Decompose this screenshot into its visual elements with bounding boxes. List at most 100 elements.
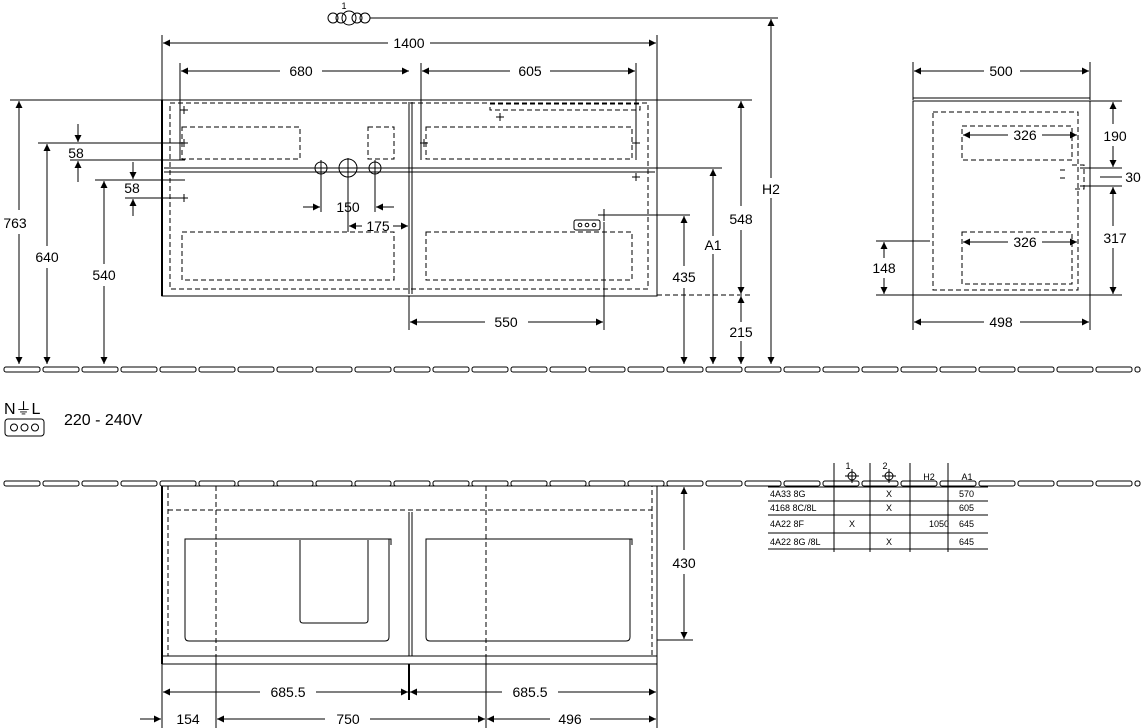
label-h2: H2 — [762, 181, 780, 197]
floor-tile — [627, 366, 665, 373]
floor-tile — [549, 366, 587, 373]
floor-tile — [510, 366, 548, 373]
dim-498: 498 — [989, 314, 1013, 330]
table-header-a1: A1 — [961, 472, 972, 482]
table-row-model: 4A33 8G — [770, 489, 806, 499]
floor-tile — [81, 366, 119, 373]
table-header-2: 2 — [882, 461, 887, 471]
dim-605: 605 — [518, 63, 542, 79]
dim-685-left: 685.5 — [270, 684, 305, 700]
plan-view: 430 685.5 685.5 154 750 496 — [140, 485, 696, 728]
siphon-recess — [299, 540, 369, 624]
floor-tile — [939, 480, 977, 487]
floor-tile — [588, 366, 626, 373]
floor-tile — [315, 480, 353, 487]
floor-tile — [276, 480, 314, 487]
floor-tile — [783, 480, 821, 487]
dim-154: 154 — [176, 711, 200, 727]
table-cell: 1050 — [929, 519, 949, 529]
floor-tile — [432, 480, 470, 487]
floor-tile — [471, 480, 509, 487]
table-cell: 570 — [959, 489, 974, 499]
label-a1: A1 — [704, 237, 721, 253]
dim-317: 317 — [1103, 230, 1127, 246]
floor-tile — [861, 480, 899, 487]
floor-tile — [627, 480, 665, 487]
floor-tile — [315, 366, 353, 373]
table-row-model: 4168 8C/8L — [770, 503, 817, 513]
dim-496: 496 — [558, 711, 582, 727]
floor-top — [3, 366, 1141, 373]
dim-750: 750 — [336, 711, 360, 727]
floor-tile — [198, 366, 236, 373]
top-rail — [489, 103, 641, 111]
water-connections — [313, 158, 383, 178]
marker-1: 1 — [341, 1, 346, 11]
table-row-model: 4A22 8F — [770, 519, 805, 529]
floor-tile — [939, 366, 977, 373]
upper-right-drawer — [425, 126, 633, 160]
dim-550: 550 — [494, 314, 518, 330]
floor-tile — [393, 366, 431, 373]
table-header-valve-2: 2 — [882, 461, 896, 483]
floor-tile — [198, 480, 236, 487]
plan-right-drawer — [425, 538, 633, 642]
dim-540: 540 — [92, 267, 116, 283]
floor-tile — [1056, 480, 1094, 487]
table-header-h2: H2 — [923, 472, 935, 482]
siphon-cutout — [367, 126, 395, 160]
dim-175: 175 — [366, 218, 390, 234]
floor-tile — [1134, 366, 1141, 373]
floor-tile — [42, 480, 80, 487]
table-header-valve-1: 1 — [845, 461, 859, 483]
floor-tile — [822, 366, 860, 373]
lower-left-drawer — [181, 231, 395, 281]
floor-tile — [822, 480, 860, 487]
dim-58-b: 58 — [124, 180, 140, 196]
floor-tile — [510, 480, 548, 487]
floor-tile — [1017, 366, 1055, 373]
table-cell: X — [849, 519, 855, 529]
side-outline — [912, 100, 1091, 296]
floor-tile — [666, 480, 704, 487]
side-socket-detail — [1060, 164, 1085, 190]
floor-tile — [588, 480, 626, 487]
floor-tile — [744, 366, 782, 373]
dim-548: 548 — [729, 211, 753, 227]
side-inner — [932, 111, 1079, 291]
dim-640: 640 — [35, 249, 59, 265]
side-view: 500 326 326 190 30 317 148 498 — [872, 62, 1141, 330]
socket-symbol — [4, 418, 45, 437]
floor-tile — [237, 480, 275, 487]
table-header-1: 1 — [845, 461, 850, 471]
inner-dashed — [169, 102, 649, 290]
table-cell: 645 — [959, 519, 974, 529]
dim-58-a: 58 — [68, 145, 84, 161]
dim-430: 430 — [672, 555, 696, 571]
floor-tile — [159, 366, 197, 373]
floor-tile — [354, 366, 392, 373]
floor-tile — [705, 366, 743, 373]
floor-tile — [861, 366, 899, 373]
voltage-label: 220 - 240V — [64, 412, 143, 429]
dim-1400: 1400 — [393, 35, 424, 51]
table-cell: X — [886, 537, 892, 547]
side-lower-drawer — [961, 231, 1073, 285]
floor-tile — [900, 366, 938, 373]
floor-tile — [783, 366, 821, 373]
table-cell: X — [886, 489, 892, 499]
table-cell: 645 — [959, 537, 974, 547]
upper-left-drawer — [181, 126, 301, 160]
table-row-model: 4A22 8G /8L — [770, 537, 821, 547]
lower-right-drawer — [425, 231, 633, 281]
dim-326-bottom: 326 — [1013, 234, 1037, 250]
floor-tile — [705, 480, 743, 487]
dim-435: 435 — [672, 269, 696, 285]
floor-tile — [744, 480, 782, 487]
floor-tile — [1095, 480, 1133, 487]
floor-tile — [549, 480, 587, 487]
floor-tile — [42, 366, 80, 373]
floor-tile — [276, 366, 314, 373]
